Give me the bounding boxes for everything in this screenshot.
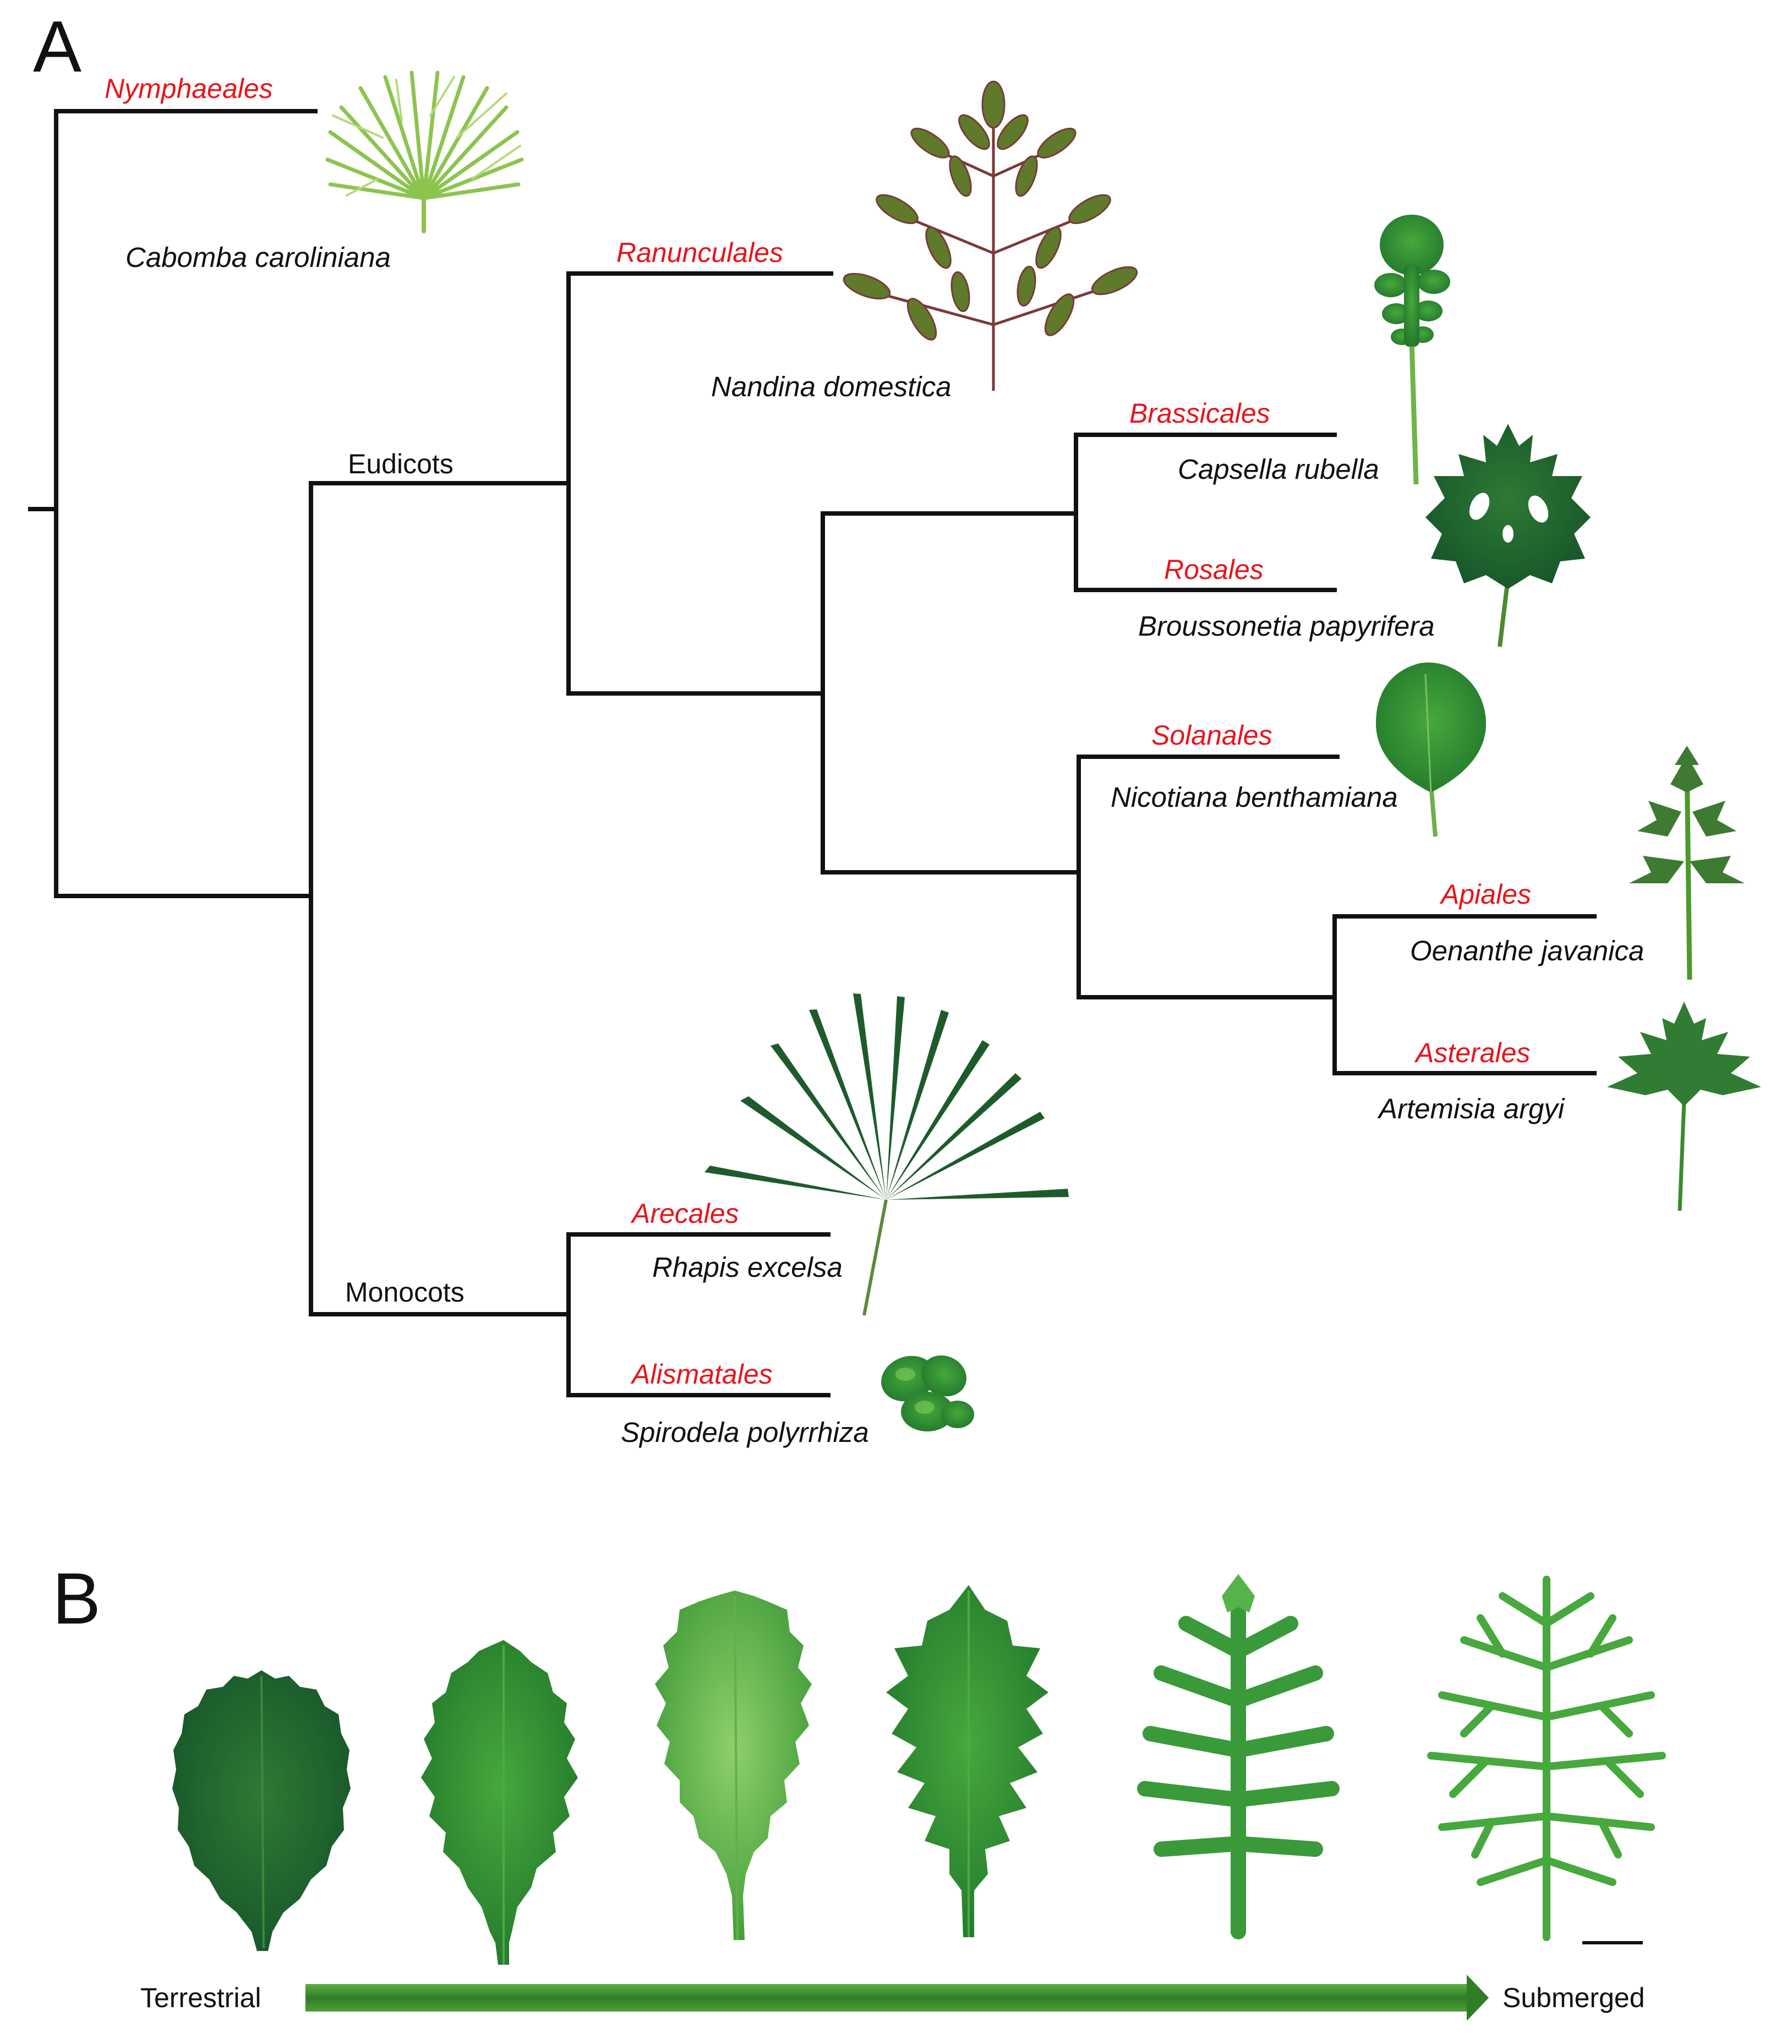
gradient-arrow	[305, 1975, 1489, 2021]
finely-dissected-leaf-icon	[1427, 1576, 1666, 1941]
order-label-asterales: Asterales	[1414, 1037, 1530, 1068]
order-label-rosales: Rosales	[1164, 554, 1264, 585]
species-label-rhapis: Rhapis excelsa	[652, 1251, 843, 1283]
order-label-arecales: Arecales	[630, 1198, 739, 1229]
order-label-ranunculales: Ranunculales	[616, 237, 783, 268]
pinnatifid-leaf-icon	[1607, 1002, 1761, 1211]
clade-monocots-label: Monocots	[345, 1277, 465, 1308]
species-label-cabomba: Cabomba caroliniana	[125, 242, 391, 273]
order-label-apiales: Apiales	[1439, 879, 1531, 910]
pinnate-leaf-icon	[1629, 746, 1745, 980]
species-label-capsella: Capsella rubella	[1178, 453, 1379, 485]
species-label-artemisia: Artemisia argyi	[1377, 1093, 1565, 1124]
shallow-lobed-leaf-icon	[655, 1591, 812, 1941]
species-label-spirodela: Spirodela polyrrhiza	[621, 1417, 869, 1448]
gradient-start-label: Terrestrial	[140, 1982, 261, 2013]
panel-a-letter: A	[33, 6, 81, 87]
order-label-solanales: Solanales	[1151, 720, 1272, 751]
species-label-nicotiana: Nicotiana benthamiana	[1111, 781, 1398, 813]
compound-leaf-icon	[843, 80, 1138, 391]
palm-fan-leaf-icon	[704, 993, 1069, 1316]
palmate-lobed-leaf-icon	[1425, 424, 1591, 647]
species-label-nandina: Nandina domestica	[711, 371, 952, 402]
species-label-oenanthe: Oenanthe javanica	[1410, 935, 1644, 966]
ovate-leaf-icon	[1376, 662, 1486, 837]
phylogenetic-tree	[28, 109, 1597, 1397]
lobed-rosette-leaf-icon	[1374, 215, 1450, 485]
lobed-leaf-icon	[886, 1585, 1048, 1937]
order-label-brassicales: Brassicales	[1129, 398, 1270, 429]
gradient-end-label: Submerged	[1503, 1982, 1645, 2013]
order-label-nymphaeales: Nymphaeales	[105, 73, 273, 104]
serrated-ovate-leaf-icon	[172, 1670, 351, 1951]
deeply-lobed-leaf-icon	[1137, 1574, 1340, 1939]
panel-b-letter: B	[52, 1558, 101, 1639]
leaf-gradient-row	[172, 1574, 1666, 1965]
dissected-fan-leaf-icon	[325, 70, 524, 233]
clade-eudicots-label: Eudicots	[348, 449, 454, 479]
species-labels: Cabomba caroliniana Nandina domestica Ca…	[125, 242, 1644, 1448]
duckweed-fronds-icon	[881, 1355, 974, 1431]
species-label-broussonetia: Broussonetia papyrifera	[1138, 610, 1435, 642]
order-label-alismatales: Alismatales	[630, 1359, 773, 1390]
order-labels: Nymphaeales Ranunculales Brassicales Ros…	[105, 73, 1531, 1390]
toothed-leaf-icon	[421, 1640, 578, 1965]
